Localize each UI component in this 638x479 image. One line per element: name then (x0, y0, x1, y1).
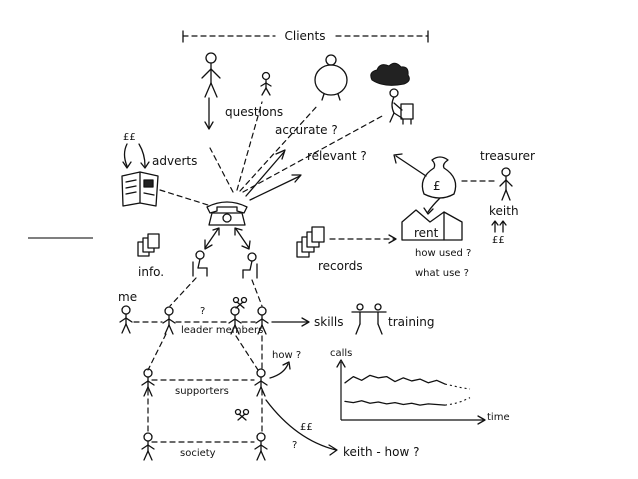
society-right-figure-icon (254, 432, 268, 461)
info-label: info. (138, 265, 164, 279)
treasurer-figure-icon (499, 167, 513, 201)
newspaper-icon (121, 171, 159, 207)
question-mark-label: ? (200, 306, 205, 317)
keith-label: keith (489, 204, 519, 218)
how-label: how ? (272, 350, 301, 361)
supporters-label: supporters (175, 386, 229, 397)
hierarchy-lines (147, 333, 263, 443)
records-label: records (318, 259, 363, 273)
phone-volunteer-arrows (204, 227, 251, 250)
client-stick-figure-icon (201, 52, 221, 98)
skills-label: skills (314, 315, 343, 329)
keith-up-arrows-icon (491, 220, 507, 233)
training-label: training (388, 315, 435, 329)
info-documents-icon (137, 233, 160, 257)
money-bag-icon (421, 156, 457, 199)
treasurer-label: treasurer (480, 149, 535, 163)
depressed-person-cloud-icon (370, 62, 414, 125)
member-pair-figures-icon (228, 306, 269, 335)
accurate-label: accurate ? (275, 123, 338, 137)
pounds-keith-label: ££ (492, 235, 505, 246)
supporter-right-figure-icon (254, 368, 268, 397)
child-figure-icon (260, 71, 272, 96)
questions-label: questions (225, 105, 283, 119)
what-use-label: what use ? (415, 268, 469, 279)
adverts-arrows (122, 143, 150, 169)
society-left-figure-icon (141, 432, 155, 461)
records-icon (296, 226, 325, 258)
chart-y-label: calls (330, 348, 352, 359)
chart-y-axis-arrowhead (336, 359, 346, 368)
training-figures-icon (351, 303, 387, 335)
me-figure-icon (119, 305, 133, 334)
supporter-to-how-arrow (269, 361, 291, 379)
chart-x-axis-arrowhead (477, 415, 486, 425)
pounds-left-label: ££ (123, 132, 136, 143)
volunteer-links (169, 277, 263, 307)
round-person-icon (314, 54, 348, 101)
adverts-label: adverts (152, 154, 197, 168)
question-mark-bottom-label: ? (292, 440, 297, 451)
chart-series-layer (344, 374, 471, 406)
society-label: society (180, 448, 216, 459)
chart-x-label: time (487, 412, 510, 423)
calls-series-1-projection (444, 383, 471, 390)
calls-series-1-line (344, 374, 446, 385)
supporter-to-keith-arrow (265, 399, 338, 456)
pounds-bottom-label: ££ (300, 422, 313, 433)
relevant-label: relevant ? (307, 149, 367, 163)
clients-label: Clients (285, 29, 326, 43)
calls-series-2-line (344, 400, 446, 406)
seated-volunteer-left-icon (192, 250, 208, 277)
bag-to-house-arrow (423, 197, 441, 215)
leader-members-label: leader members (181, 325, 263, 336)
rent-label: rent (414, 226, 439, 240)
calls-series-2-projection (444, 397, 471, 406)
client-arrow (204, 97, 214, 130)
calls-time-chart: calls time (330, 348, 510, 425)
me-label: me (118, 290, 137, 304)
keith-how-label: keith - how ? (343, 445, 419, 459)
seated-volunteer-right-icon (242, 252, 258, 279)
telephone-icon (206, 201, 248, 226)
money-bag-symbol: £ (433, 179, 441, 193)
phone-rays (209, 101, 385, 201)
supporter-left-figure-icon (141, 368, 155, 397)
adverts-to-phone-line (159, 189, 209, 206)
records-arrowhead (388, 234, 397, 244)
how-used-label: how used ? (415, 248, 471, 259)
bag-to-relevant-arrow (393, 153, 427, 177)
house-icon (401, 209, 463, 241)
leader-figure-icon (162, 306, 176, 335)
skills-arrow (271, 317, 310, 327)
clients-bracket (182, 30, 429, 43)
scissors-lower-icon (234, 408, 250, 421)
